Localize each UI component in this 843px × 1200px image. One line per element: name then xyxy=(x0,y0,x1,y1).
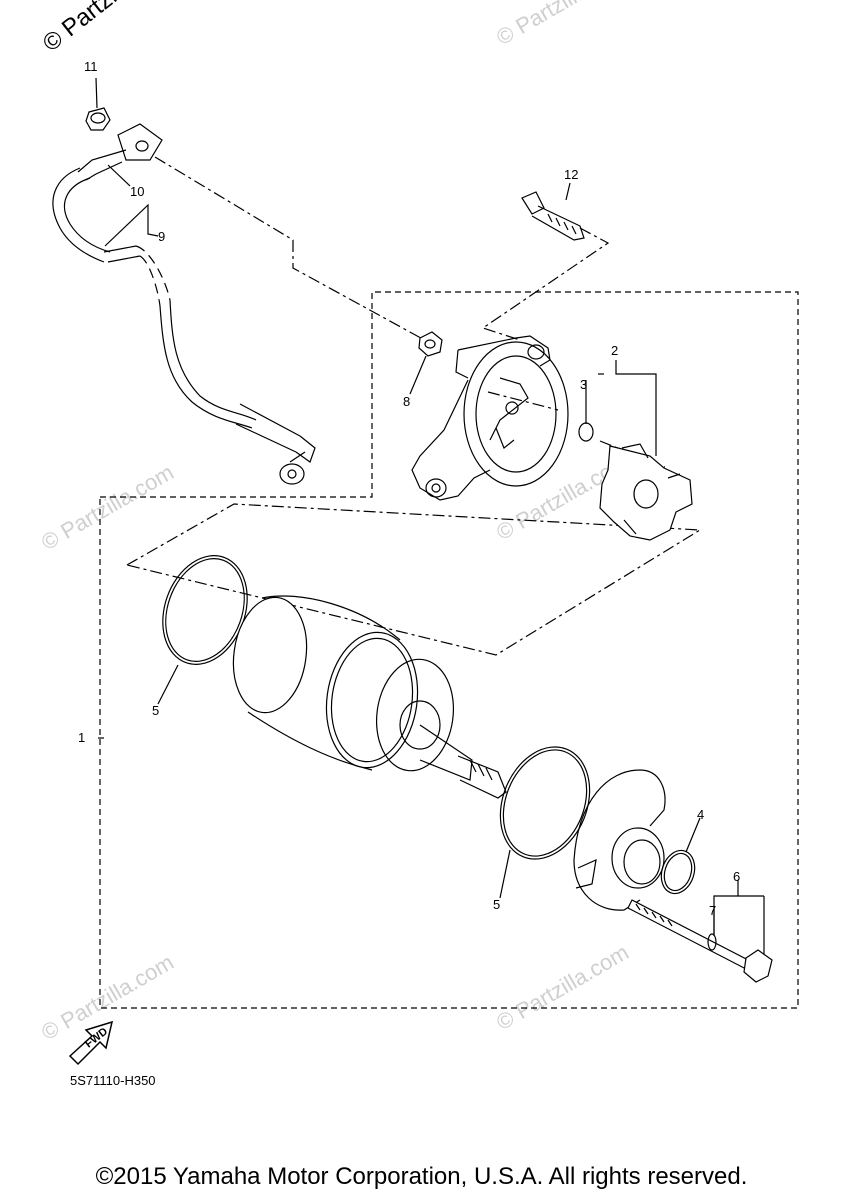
washer-7-icon xyxy=(707,933,717,951)
bolt-12-icon xyxy=(521,191,585,241)
callout-1: 1 xyxy=(78,730,86,745)
diagram-code: 5S71110-H350 xyxy=(70,1073,156,1088)
rear-housing-icon xyxy=(411,335,569,501)
callout-6: 6 xyxy=(733,869,741,884)
callout-7: 7 xyxy=(709,903,717,918)
copyright-notice: ©2015 Yamaha Motor Corporation, U.S.A. A… xyxy=(95,1163,748,1190)
o-ring-4-icon xyxy=(660,849,696,895)
alignment-line-bolt xyxy=(481,227,610,341)
callout-2: 2 xyxy=(611,343,619,358)
callout-10: 10 xyxy=(130,184,145,199)
alignment-line-cable xyxy=(154,156,431,344)
callout-9: 9 xyxy=(158,229,166,244)
front-cover-icon xyxy=(573,769,666,911)
starter-cable-icon xyxy=(52,123,316,485)
alignment-line-brush xyxy=(599,440,666,468)
washer-3-icon xyxy=(578,422,594,442)
nut-11-icon xyxy=(85,107,111,131)
assembly-boundary-motor xyxy=(126,503,702,656)
callout-11: 11 xyxy=(84,59,98,74)
fwd-arrow-icon xyxy=(68,1020,114,1066)
assembly-boundary-starter xyxy=(99,291,799,1009)
callout-8: 8 xyxy=(403,394,411,409)
callout-5-left: 5 xyxy=(152,703,160,718)
nut-8-icon xyxy=(418,331,443,357)
o-ring-5-right-icon xyxy=(499,746,591,860)
callout-12: 12 xyxy=(564,167,579,182)
callout-5-right: 5 xyxy=(493,897,501,912)
alignment-line-bracket xyxy=(487,391,559,411)
callout-4: 4 xyxy=(697,807,705,822)
motor-body-icon xyxy=(232,595,507,799)
brush-holder-icon xyxy=(599,443,693,541)
callout-3: 3 xyxy=(580,377,588,392)
through-bolt-icon xyxy=(627,899,773,983)
